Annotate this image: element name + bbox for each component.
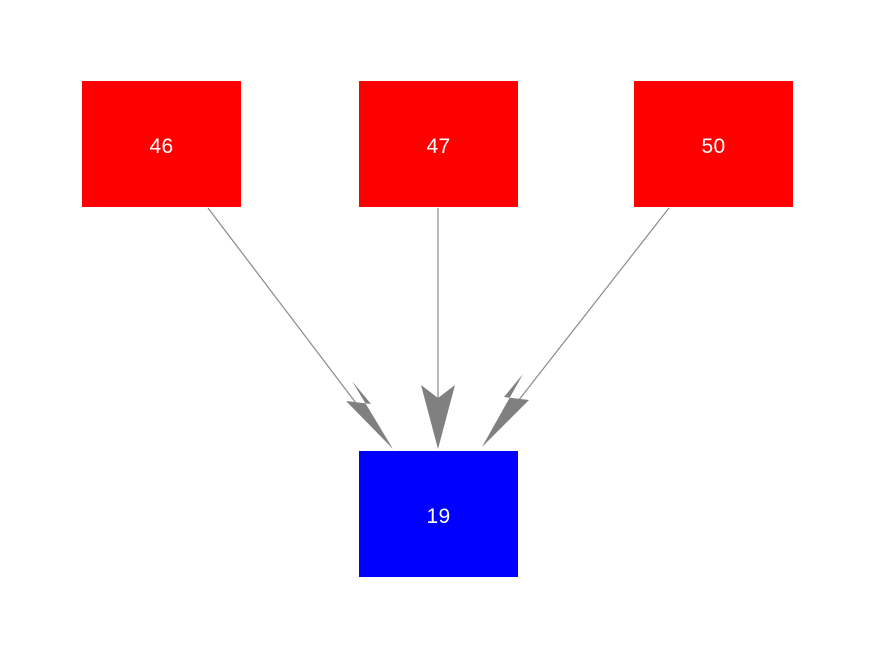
graph-node-47[interactable]: 47 (359, 81, 518, 207)
edge-46-to-19 (207, 207, 393, 449)
edge-50-to-19 (482, 207, 670, 447)
node-label: 19 (426, 504, 451, 528)
graph-node-46[interactable]: 46 (82, 81, 241, 207)
edge-line (510, 207, 670, 411)
node-label: 50 (701, 134, 726, 158)
edge-47-to-19 (421, 208, 455, 449)
edge-line (207, 207, 379, 433)
edge-arrowhead (421, 385, 455, 449)
edge-arrowhead (346, 381, 393, 449)
node-label: 46 (149, 134, 174, 158)
graph-node-50[interactable]: 50 (634, 81, 793, 207)
node-label: 47 (426, 134, 451, 158)
edge-arrowhead (482, 374, 529, 447)
graph-node-19[interactable]: 19 (359, 451, 518, 577)
